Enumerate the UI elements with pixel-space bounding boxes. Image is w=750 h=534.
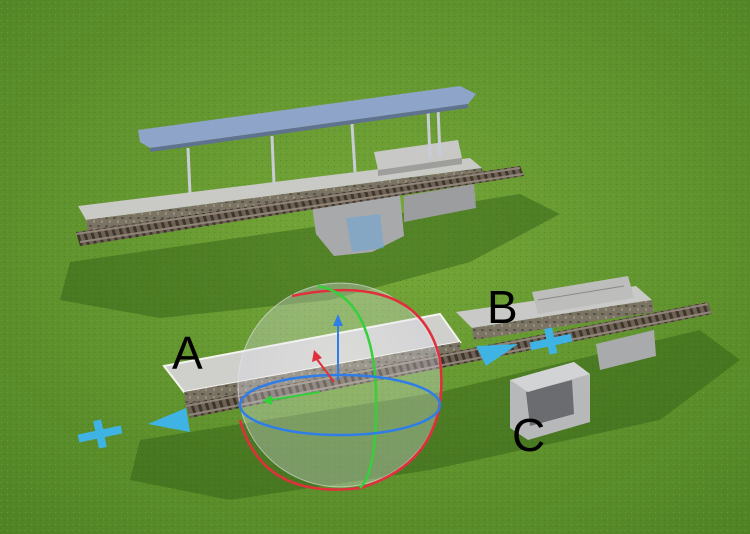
axis-y-arrow[interactable] [269,391,321,401]
move-arrow-right[interactable] [476,344,518,366]
upper-station[interactable] [75,86,524,256]
axis-x-arrow[interactable] [315,357,335,383]
callout-label-a: A [172,327,203,379]
rotate-ring-blue[interactable] [238,373,442,437]
move-arrow-left[interactable] [148,408,190,432]
rotation-sphere-gizmo[interactable] [237,282,443,491]
stair-box-b [532,276,634,314]
plus-icon-left[interactable] [77,419,123,449]
support-block-c[interactable] [510,362,590,440]
platform-canopy [138,86,476,148]
move-arrow-gizmo[interactable] [77,327,573,449]
upper-station-shadow [60,194,560,318]
callout-label-c: C [512,409,546,461]
plus-icon-right[interactable] [529,327,573,355]
rotate-ring-green[interactable] [317,284,378,489]
callout-label-b: B [487,281,518,333]
rotate-ring-red[interactable] [238,288,443,491]
